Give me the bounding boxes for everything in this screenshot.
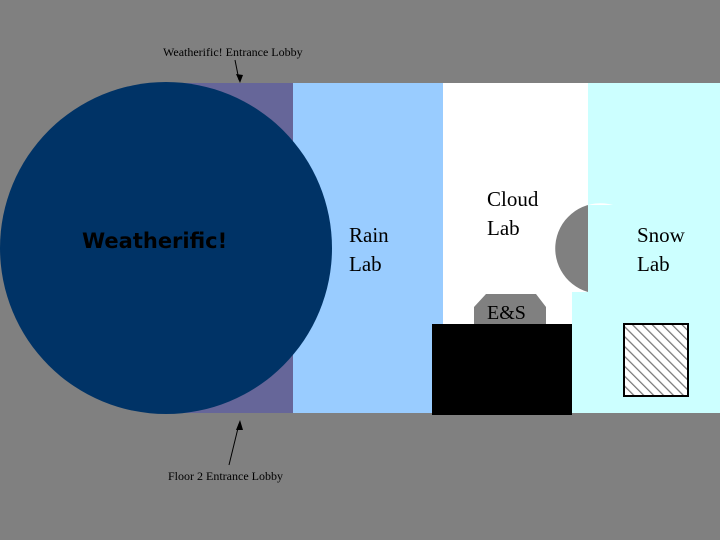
weatherific-label: Weatherific! — [82, 229, 227, 253]
cloud-lab-label-line2: Lab — [487, 216, 520, 240]
rain-lab-label-line1: Rain — [349, 223, 389, 247]
snow-lab-lower — [572, 292, 588, 413]
rain-lab-label-line2: Lab — [349, 252, 382, 276]
bottom-arrow-head — [236, 420, 243, 430]
cloud-lab-label-line1: Cloud — [487, 187, 539, 211]
bottom-arrow-line — [228, 423, 240, 466]
top-annotation: Weatherific! Entrance Lobby — [163, 45, 303, 59]
bottom-annotation: Floor 2 Entrance Lobby — [168, 469, 283, 483]
es-label: E&S — [487, 302, 526, 324]
snow-lab-label-line1: Snow — [637, 223, 686, 247]
hatched-box — [623, 323, 689, 397]
snow-lab-label-line2: Lab — [637, 252, 670, 276]
black-block — [432, 324, 572, 415]
es-box — [474, 294, 546, 324]
weatherific-circle — [0, 82, 332, 414]
top-arrow-head — [236, 74, 243, 83]
